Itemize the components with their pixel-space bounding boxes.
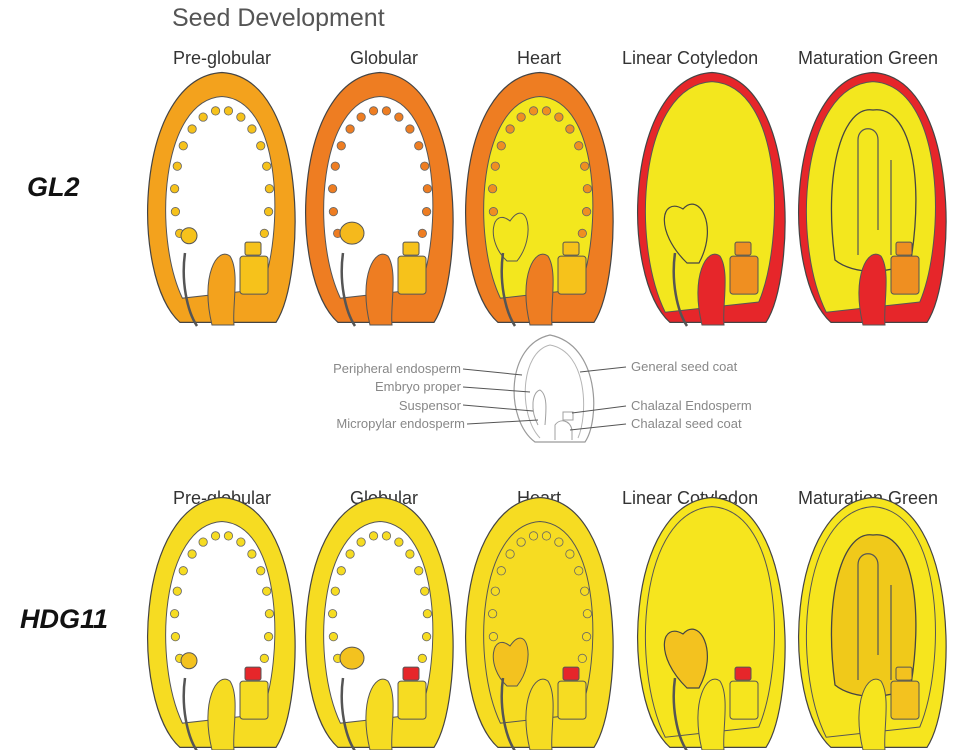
chalazal-endosperm (735, 242, 751, 255)
legend-label-suspensor: Suspensor (399, 398, 462, 413)
chalazal-seed-coat (240, 681, 268, 719)
chalazal-endosperm (245, 242, 261, 255)
seed-gl2-stage-4 (638, 73, 785, 327)
legend-label-chalazal-seed-coat: Chalazal seed coat (631, 416, 742, 431)
chalazal-seed-coat (558, 681, 586, 719)
chalazal-endosperm (245, 667, 261, 680)
chalazal-seed-coat (240, 256, 268, 294)
seed-hdg11-stage-1 (148, 498, 295, 750)
legend-label-micropylar-endosperm: Micropylar endosperm (336, 416, 465, 431)
seed-hdg11-stage-5 (799, 498, 946, 750)
seed-hdg11-stage-2 (306, 498, 453, 750)
seed-gl2-stage-5 (799, 73, 946, 325)
chalazal-endosperm (735, 667, 751, 680)
embryo-proper (340, 647, 364, 669)
chalazal-endosperm (896, 667, 912, 680)
chalazal-seed-coat (398, 256, 426, 294)
seed-gl2-stage-2 (306, 73, 453, 327)
chalazal-endosperm (403, 242, 419, 255)
legend-label-embryo-proper: Embryo proper (375, 379, 462, 394)
legend-label-general-seed-coat: General seed coat (631, 359, 738, 374)
seed-gl2-stage-3 (466, 73, 613, 327)
chalazal-endosperm (896, 242, 912, 255)
chalazal-endosperm (563, 242, 579, 255)
seed-gl2-stage-1 (148, 73, 295, 327)
embryo-proper (181, 653, 197, 669)
chalazal-endosperm (403, 667, 419, 680)
legend-label-chalazal-endosperm: Chalazal Endosperm (631, 398, 752, 413)
chalazal-seed-coat (558, 256, 586, 294)
seed-hdg11-stage-4 (638, 498, 785, 750)
chalazal-endosperm (563, 667, 579, 680)
chalazal-seed-coat (730, 256, 758, 294)
seed-hdg11-stage-3 (466, 498, 613, 750)
legend-seed-schematic (514, 335, 594, 442)
legend-label-peripheral-endosperm: Peripheral endosperm (333, 361, 461, 376)
embryo-proper (340, 222, 364, 244)
chalazal-seed-coat (891, 256, 919, 294)
chalazal-seed-coat (398, 681, 426, 719)
chalazal-seed-coat (730, 681, 758, 719)
chalazal-seed-coat (891, 681, 919, 719)
embryo-proper (181, 228, 197, 244)
